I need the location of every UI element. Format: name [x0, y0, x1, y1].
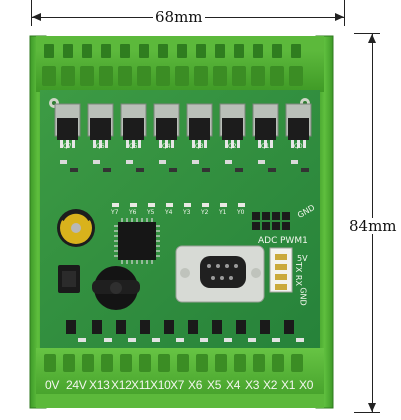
uart-5v-label: 5V	[297, 254, 308, 263]
terminal-label-x4: X4	[226, 378, 241, 392]
inductor	[58, 265, 80, 293]
led-label-y3: Y3	[183, 209, 191, 216]
mosfet-label-q0: Q0	[294, 143, 303, 150]
terminal-label-x7: X7	[170, 378, 185, 392]
led-label-y4: Y4	[165, 209, 173, 216]
led-label-y0: Y0	[237, 209, 245, 216]
serial-connector	[175, 245, 265, 303]
uart-gnd-label: GND	[298, 287, 308, 306]
output-led-row	[112, 203, 245, 207]
width-arrow-left-icon	[32, 13, 41, 21]
height-tick-bottom	[354, 412, 380, 413]
terminal-label-x5: X5	[207, 378, 222, 392]
terminal-label-x12: X12	[111, 378, 132, 392]
mosfet-label-q5: Q5	[129, 143, 138, 150]
width-tick-right	[344, 0, 345, 26]
pwm-label: PWM1	[280, 236, 308, 246]
adc-label: ADC	[258, 236, 278, 246]
terminal-label-x6: X6	[188, 378, 203, 392]
width-arrow-right-icon	[335, 13, 344, 21]
pin-headers	[252, 212, 290, 230]
led-label-y6: Y6	[129, 209, 137, 216]
terminal-label-x2: X2	[263, 378, 278, 392]
led-label-y7: Y7	[111, 209, 119, 216]
terminal-label-24v: 24V	[66, 378, 87, 392]
mosfet-label-q3: Q3	[195, 143, 204, 150]
terminal-label-x3: X3	[245, 378, 260, 392]
led-label-y2: Y2	[201, 209, 209, 216]
height-tick-top	[354, 33, 380, 34]
terminal-label-0v: 0V	[45, 378, 60, 392]
led-label-y1: Y1	[219, 209, 227, 216]
terminal-label-x11: X11	[131, 378, 151, 392]
terminal-label-x13: X13	[89, 378, 110, 392]
input-component-row	[66, 320, 304, 342]
width-tick-left	[31, 0, 32, 26]
bottom-terminal-block	[36, 348, 324, 408]
uart-tx-rx-label: TX RX	[294, 262, 303, 286]
mosfet-row	[54, 103, 312, 172]
height-arrow-up-icon	[368, 34, 376, 43]
terminal-label-x10: X10	[150, 378, 171, 392]
width-dimension: 68mm	[0, 0, 401, 40]
uart-header	[269, 247, 293, 293]
mosfet-label-q4: Q4	[162, 143, 171, 150]
width-label: 68mm	[153, 8, 205, 26]
buzzer	[92, 266, 140, 310]
mosfet-label-q6: Q6	[96, 143, 105, 150]
mosfet-label-q1: Q1	[261, 143, 270, 150]
mosfet-label-q7: Q7	[63, 143, 72, 150]
terminal-label-x1: X1	[281, 378, 296, 392]
top-terminal-block	[36, 36, 324, 92]
terminal-label-x0: X0	[299, 378, 314, 392]
electrolytic-capacitor	[57, 209, 95, 247]
height-dimension: 84mm	[340, 30, 401, 420]
height-label: 84mm	[347, 217, 399, 235]
mosfet-label-q2: Q2	[228, 143, 237, 150]
led-label-y5: Y5	[147, 209, 155, 216]
height-arrow-down-icon	[368, 403, 376, 412]
microcontroller-chip	[114, 218, 160, 264]
